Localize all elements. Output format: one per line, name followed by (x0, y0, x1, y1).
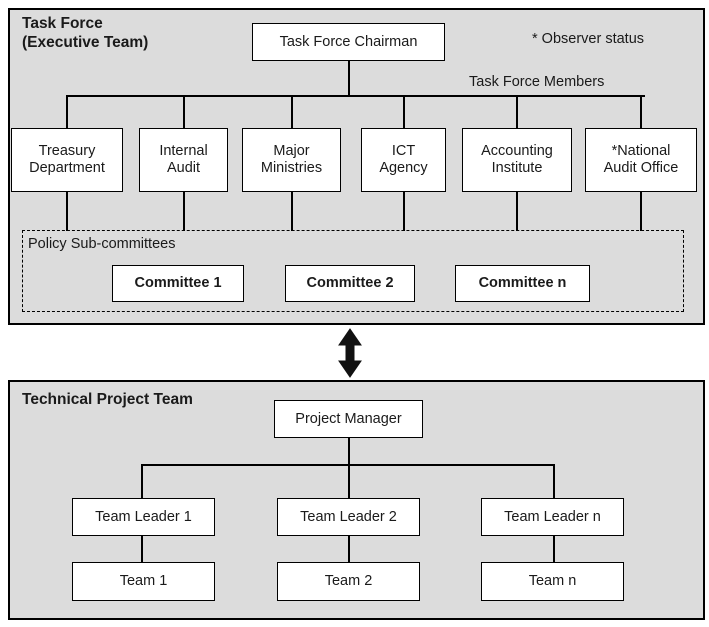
connector-member-2-to-subcommittees (183, 192, 185, 231)
connector-member-1-to-subcommittees (66, 192, 68, 231)
connector-team-leader-bus (141, 464, 554, 466)
node-team-leader-1[interactable]: Team Leader 1 (72, 498, 215, 536)
connector-bus-to-member-1 (66, 95, 68, 129)
connector-member-6-to-subcommittees (640, 192, 642, 231)
connector-bus-to-member-3 (291, 95, 293, 129)
connector-bus-to-leader-3 (553, 464, 555, 500)
node-treasury-department[interactable]: Treasury Department (11, 128, 123, 192)
policy-subcommittees-label: Policy Sub-committees (28, 236, 176, 252)
node-internal-audit[interactable]: Internal Audit (139, 128, 228, 192)
policy-subcommittees-region (22, 230, 684, 312)
connector-member-3-to-subcommittees (291, 192, 293, 231)
node-team-2[interactable]: Team 2 (277, 562, 420, 601)
task-force-members-label: Task Force Members (469, 74, 605, 90)
connector-leader-n-to-team-n (553, 536, 555, 563)
node-ict-agency[interactable]: ICT Agency (361, 128, 446, 192)
connector-bus-to-member-6 (640, 95, 642, 129)
node-task-force-chairman[interactable]: Task Force Chairman (252, 23, 445, 61)
connector-member-4-to-subcommittees (403, 192, 405, 231)
node-team-leader-2[interactable]: Team Leader 2 (277, 498, 420, 536)
node-team-n[interactable]: Team n (481, 562, 624, 601)
connector-manager-to-leader-bus (348, 438, 350, 502)
node-committee-2[interactable]: Committee 2 (285, 265, 415, 302)
connector-bus-to-member-2 (183, 95, 185, 129)
node-committee-n[interactable]: Committee n (455, 265, 590, 302)
node-accounting-institute[interactable]: Accounting Institute (462, 128, 572, 192)
connector-bus-to-leader-1 (141, 464, 143, 500)
connector-bus-to-member-4 (403, 95, 405, 129)
bidirectional-arrow-icon (338, 328, 362, 378)
connector-leader-2-to-team-2 (348, 536, 350, 563)
connector-member-5-to-subcommittees (516, 192, 518, 231)
technical-project-team-panel-title: Technical Project Team (22, 391, 193, 408)
node-project-manager[interactable]: Project Manager (274, 400, 423, 438)
node-major-ministries[interactable]: Major Ministries (242, 128, 341, 192)
node-committee-1[interactable]: Committee 1 (112, 265, 244, 302)
connector-bus-to-member-5 (516, 95, 518, 129)
connector-members-bus (66, 95, 645, 97)
connector-leader-1-to-team-1 (141, 536, 143, 563)
observer-status-footnote: * Observer status (532, 31, 645, 47)
connector-chairman-to-bus (348, 61, 350, 96)
node-national-audit-office[interactable]: *National Audit Office (585, 128, 697, 192)
node-team-1[interactable]: Team 1 (72, 562, 215, 601)
node-team-leader-n[interactable]: Team Leader n (481, 498, 624, 536)
task-force-panel-title: Task Force (Executive Team) (22, 15, 149, 51)
